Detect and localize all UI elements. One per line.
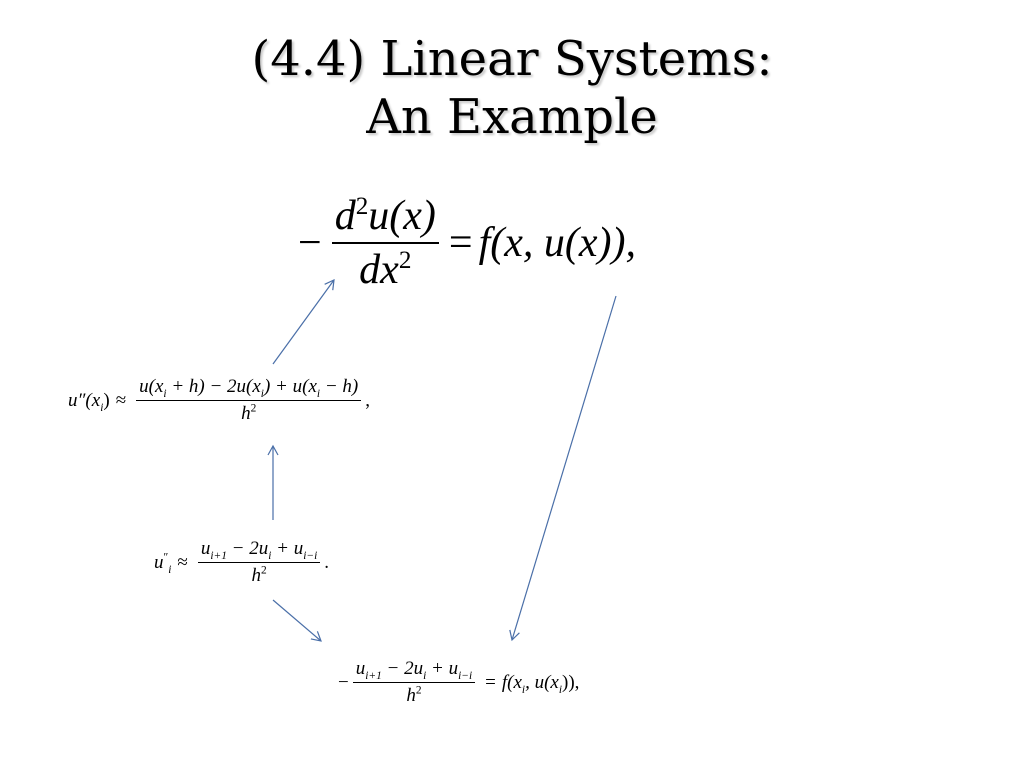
fraction-numerator: d2u(x) [334, 193, 436, 239]
title-line-2: An Example [366, 89, 658, 145]
final-denominator: h2 [406, 684, 422, 706]
equals-sign: = [485, 671, 496, 693]
discrete-equation: − ui+1 − 2ui + ui−i h2 = f(xi, u(xi)), [338, 658, 579, 707]
slide-title: (4.4) Linear Systems: An Example [0, 30, 1024, 146]
fd1-fraction: u(xi + h) − 2u(xi) + u(xi − h) h2 [136, 376, 362, 425]
fd1-lhs: u″(xi) [68, 389, 110, 414]
minus-sign: − [338, 671, 349, 693]
finite-difference-approximation: u″(xi) ≈ u(xi + h) − 2u(xi) + u(xi − h) … [68, 376, 370, 425]
approx-sign: ≈ [115, 389, 127, 411]
fd2-numerator: ui+1 − 2ui + ui−i [200, 538, 318, 562]
fraction-bar [352, 682, 476, 683]
final-fraction: ui+1 − 2ui + ui−i h2 [352, 658, 476, 707]
title-line-1: (4.4) Linear Systems: [251, 31, 773, 87]
main-rhs: f(x, u(x)), [478, 220, 636, 266]
fd1-denominator: h2 [241, 402, 257, 424]
final-rhs: f(xi, u(xi)), [501, 671, 580, 696]
approx-sign: ≈ [177, 551, 188, 573]
equals-sign: = [448, 220, 473, 266]
minus-sign: − [298, 220, 322, 266]
fd2-fraction: ui+1 − 2ui + ui−i h2 [197, 538, 321, 587]
fd1-numerator: u(xi + h) − 2u(xi) + u(xi − h) [139, 376, 359, 400]
arrow-main-to-final [509, 295, 617, 642]
trailing-period: . [324, 551, 330, 573]
fraction-bar [331, 242, 439, 244]
final-numerator: ui+1 − 2ui + ui−i [355, 658, 473, 682]
fraction-bar [197, 562, 321, 563]
second-derivative-fraction: d2u(x) dx2 [331, 192, 439, 294]
fraction-denominator: dx2 [359, 247, 412, 293]
arrow-fd2-to-final [272, 599, 322, 642]
trailing-comma: , [365, 389, 370, 411]
fd2-denominator: h2 [251, 564, 267, 586]
main-differential-equation: − d2u(x) dx2 = f(x, u(x)), [292, 192, 636, 294]
fd2-lhs: u″i [154, 551, 172, 576]
discrete-approximation: u″i ≈ ui+1 − 2ui + ui−i h2 . [154, 538, 329, 587]
fraction-bar [136, 400, 362, 401]
